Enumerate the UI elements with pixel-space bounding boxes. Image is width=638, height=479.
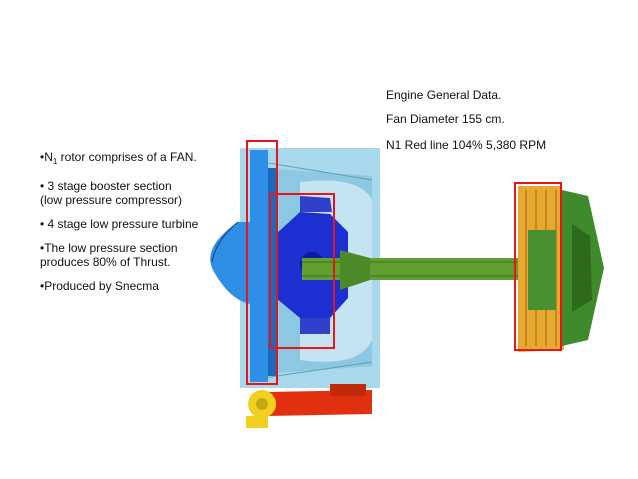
lp-shaft [302,250,524,290]
n1-redline-text: N1 Red line 104% 5,380 RPM [386,138,547,152]
bullet-n1-rotor: •N1 rotor comprises of a FAN. [40,150,210,169]
bullet-lpt: • 4 stage low pressure turbine [40,217,199,231]
lp-line-2: produces 80% of Thrust. [40,255,171,269]
booster-line-2: (low pressure compressor) [40,193,183,207]
accessory-gearbox [246,384,372,428]
engine-data-heading: Engine General Data. [386,88,502,102]
lp-line-1: •The low pressure section [40,241,178,255]
bullet-produced-by: •Produced by Snecma [40,279,159,293]
lp-turbine [518,186,564,352]
booster-highlight-box [269,193,335,349]
lpt-highlight-box [514,182,562,351]
turbine-exhaust-frame [562,190,604,346]
n1-prefix: •N [40,150,53,164]
bullet-list: •N1 rotor comprises of a FAN. • 3 stage … [40,150,210,303]
fan-highlight-box [246,140,278,385]
n1-subscript: 1 [52,157,58,166]
n1-rest: rotor comprises of a FAN. [57,150,197,164]
bullet-booster: • 3 stage booster section (low pressure … [40,179,210,207]
fan-diameter-text: Fan Diameter 155 cm. [386,112,505,126]
booster-line-1: • 3 stage booster section [40,179,172,193]
bullet-lp-section: •The low pressure section produces 80% o… [40,241,210,269]
